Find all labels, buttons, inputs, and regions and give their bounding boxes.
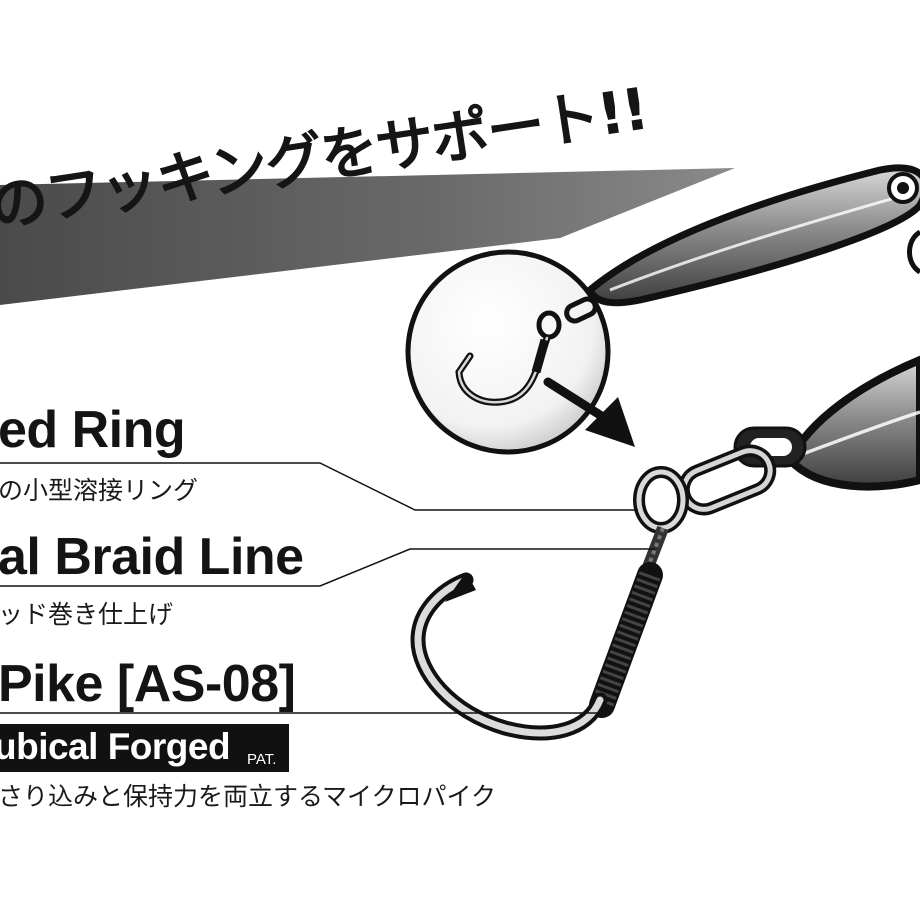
magnifier-circle-icon [405, 249, 611, 455]
callout-lines [0, 462, 655, 714]
forged-label: ubical Forged [0, 726, 231, 767]
braid-description: ッド巻き仕上げ [0, 600, 174, 629]
metal-jig-lure-icon [733, 355, 920, 491]
ring-title: ed Ring [0, 401, 186, 459]
arrow-icon [543, 377, 635, 447]
forged-description: さり込みと保持力を両立するマイクロパイク [0, 782, 497, 811]
metal-jig-lure-icon [585, 164, 920, 307]
forged-label-box [0, 724, 289, 772]
patent-mark: PAT. [247, 751, 277, 768]
braid-title: al Braid Line [0, 528, 304, 586]
split-ring-icon [633, 444, 777, 534]
assist-hook-icon [410, 525, 669, 741]
pike-title: Pike [AS-08] [0, 655, 296, 713]
ring-description: の小型溶接リング [0, 476, 199, 505]
banner-stripe [0, 168, 735, 305]
